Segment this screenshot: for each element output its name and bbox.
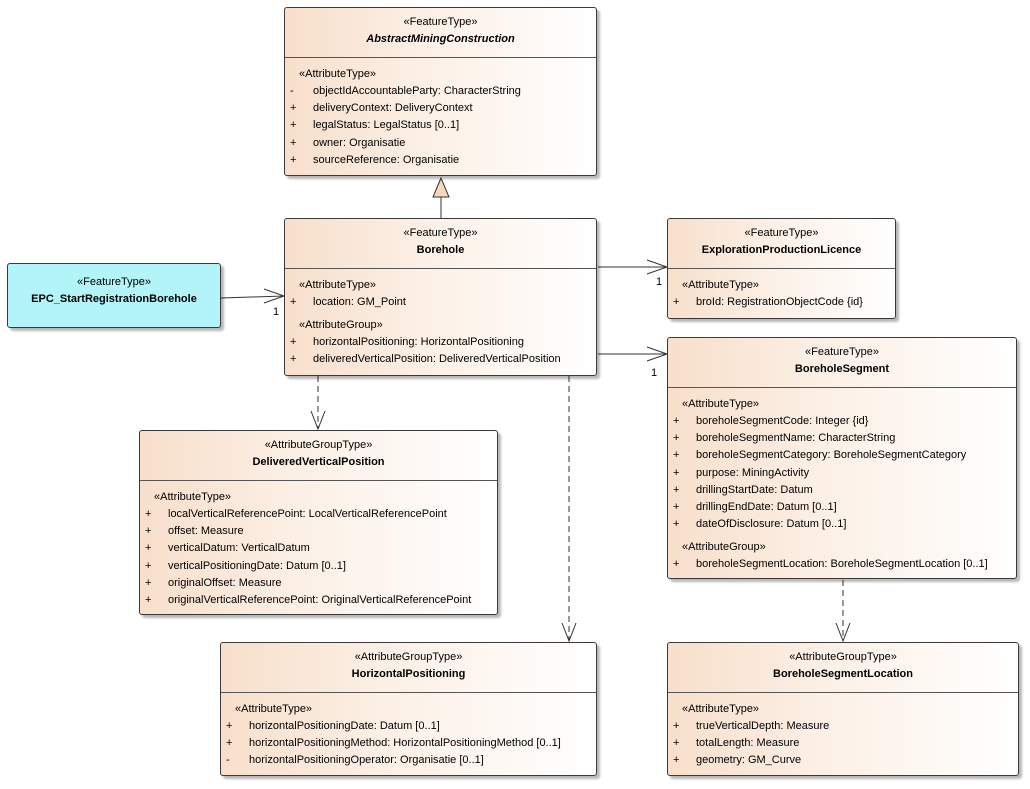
class-header: «FeatureType» AbstractMiningConstruction	[285, 8, 596, 58]
multiplicity-borehole-exploration: 1	[656, 276, 663, 288]
class-stereotype: «FeatureType»	[403, 227, 478, 239]
class-name: HorizontalPositioning	[351, 668, 466, 680]
generalization-arrowhead	[432, 176, 450, 198]
attribute-row: +broId: RegistrationObjectCode {id}	[673, 296, 863, 308]
class-borehole-segment[interactable]: «FeatureType» BoreholeSegment «Attribute…	[667, 337, 1017, 579]
class-header: «FeatureType» BoreholeSegment	[668, 338, 1016, 388]
attribute-row: +drillingEndDate: Datum [0..1]	[673, 501, 837, 514]
multiplicity-borehole-segment: 1	[651, 367, 658, 379]
group-label: «AttributeType»	[682, 398, 760, 410]
attribute-row: +boreholeSegmentName: CharacterString	[673, 432, 896, 445]
class-attributes: «AttributeType» +horizontalPositioningDa…	[221, 693, 596, 770]
class-horizontal-positioning[interactable]: «AttributeGroupType» HorizontalPositioni…	[220, 642, 597, 776]
class-name: BoreholeSegmentLocation	[773, 668, 913, 680]
attribute-row: +verticalPositioningDate: Datum [0..1]	[145, 559, 346, 572]
group-label: «AttributeType»	[235, 703, 313, 715]
attribute-row: -objectIdAccountableParty: CharacterStri…	[290, 85, 521, 97]
attribute-row: +location: GM_Point	[290, 296, 406, 308]
attribute-row: +sourceReference: Organisatie	[290, 153, 460, 166]
class-stereotype: «FeatureType»	[403, 16, 478, 28]
group-label: «AttributeType»	[682, 703, 760, 715]
attribute-row: +deliveredVerticalPosition: DeliveredVer…	[290, 353, 561, 366]
class-stereotype: «AttributeGroupType»	[354, 651, 463, 663]
class-header: «FeatureType» EPC_StartRegistrationBoreh…	[8, 264, 220, 327]
group-label: «AttributeGroup»	[682, 541, 766, 554]
attribute-row: +boreholeSegmentCategory: BoreholeSegmen…	[673, 449, 967, 462]
group-label: «AttributeType»	[682, 279, 760, 291]
attribute-row: +offset: Measure	[145, 525, 244, 538]
class-exploration-production-licence[interactable]: «FeatureType» ExplorationProductionLicen…	[667, 218, 896, 319]
class-stereotype: «FeatureType»	[805, 346, 879, 358]
class-attributes: «AttributeType» +trueVerticalDepth: Meas…	[668, 693, 1018, 770]
attribute-row: +totalLength: Measure	[673, 737, 800, 750]
attribute-row: +deliveryContext: DeliveryContext	[290, 102, 473, 115]
class-attributes: «AttributeType» +location: GM_Point «Att…	[285, 269, 596, 369]
class-stereotype: «FeatureType»	[744, 227, 819, 239]
attribute-row: +horizontalPositioning: HorizontalPositi…	[290, 336, 524, 349]
class-borehole-segment-location[interactable]: «AttributeGroupType» BoreholeSegmentLoca…	[667, 642, 1019, 776]
attribute-row: +purpose: MiningActivity	[673, 466, 810, 479]
class-stereotype: «FeatureType»	[77, 276, 151, 288]
attribute-row: +dateOfDisclosure: Datum [0..1]	[673, 518, 847, 531]
class-epc-start-registration-borehole[interactable]: «FeatureType» EPC_StartRegistrationBoreh…	[7, 263, 221, 328]
attribute-row: +boreholeSegmentCode: Integer {id}	[673, 415, 869, 427]
class-attributes: «AttributeType» +broId: RegistrationObje…	[668, 269, 895, 311]
attribute-row: +horizontalPositioningDate: Datum [0..1]	[226, 720, 440, 732]
attribute-row: +geometry: GM_Curve	[673, 754, 802, 767]
class-header: «AttributeGroupType» DeliveredVerticalPo…	[140, 431, 497, 481]
attribute-row: +legalStatus: LegalStatus [0..1]	[290, 119, 460, 132]
association-epc-borehole	[220, 295, 285, 299]
attribute-row: +originalVerticalReferencePoint: Origina…	[145, 594, 472, 607]
class-header: «FeatureType» ExplorationProductionLicen…	[668, 219, 895, 269]
multiplicity-epc-borehole: 1	[273, 306, 280, 318]
attribute-row: +owner: Organisatie	[290, 136, 406, 149]
group-label: «AttributeType»	[154, 491, 232, 503]
class-stereotype: «AttributeGroupType»	[264, 439, 373, 451]
attribute-row: +trueVerticalDepth: Measure	[673, 720, 830, 732]
group-label: «AttributeGroup»	[299, 319, 383, 332]
attribute-row: -horizontalPositioningOperator: Organisa…	[226, 754, 484, 767]
class-attributes: «AttributeType» +boreholeSegmentCode: In…	[668, 388, 1016, 574]
group-label: «AttributeType»	[299, 68, 377, 80]
class-attributes: «AttributeType» +localVerticalReferenceP…	[140, 481, 497, 609]
attribute-row: +boreholeSegmentLocation: BoreholeSegmen…	[673, 558, 988, 571]
dependency-arrowhead	[561, 622, 577, 643]
class-delivered-vertical-position[interactable]: «AttributeGroupType» DeliveredVerticalPo…	[139, 430, 498, 615]
class-stereotype: «AttributeGroupType»	[789, 651, 897, 663]
class-header: «AttributeGroupType» BoreholeSegmentLoca…	[668, 643, 1018, 693]
dependency-arrowhead	[835, 622, 851, 643]
class-header: «AttributeGroupType» HorizontalPositioni…	[221, 643, 596, 693]
attribute-row: +originalOffset: Measure	[145, 576, 282, 589]
dependency-arrowhead	[310, 410, 326, 431]
class-header: «FeatureType» Borehole	[285, 219, 596, 269]
class-attributes: «AttributeType» -objectIdAccountablePart…	[285, 58, 596, 169]
class-name: ExplorationProductionLicence	[701, 244, 862, 256]
class-abstract-mining-construction[interactable]: «FeatureType» AbstractMiningConstruction…	[284, 7, 597, 176]
attribute-row: +verticalDatum: VerticalDatum	[145, 542, 310, 555]
class-name: AbstractMiningConstruction	[366, 33, 515, 45]
class-borehole[interactable]: «FeatureType» Borehole «AttributeType» +…	[284, 218, 597, 376]
group-label: «AttributeType»	[299, 279, 377, 291]
class-name: EPC_StartRegistrationBorehole	[31, 293, 197, 305]
attribute-row: +drillingStartDate: Datum	[673, 483, 813, 496]
attribute-row: +localVerticalReferencePoint: LocalVerti…	[145, 508, 447, 520]
class-name: DeliveredVerticalPosition	[252, 456, 385, 468]
attribute-row: +horizontalPositioningMethod: Horizontal…	[226, 737, 561, 750]
class-name: Borehole	[416, 244, 465, 256]
class-name: BoreholeSegment	[794, 363, 890, 375]
